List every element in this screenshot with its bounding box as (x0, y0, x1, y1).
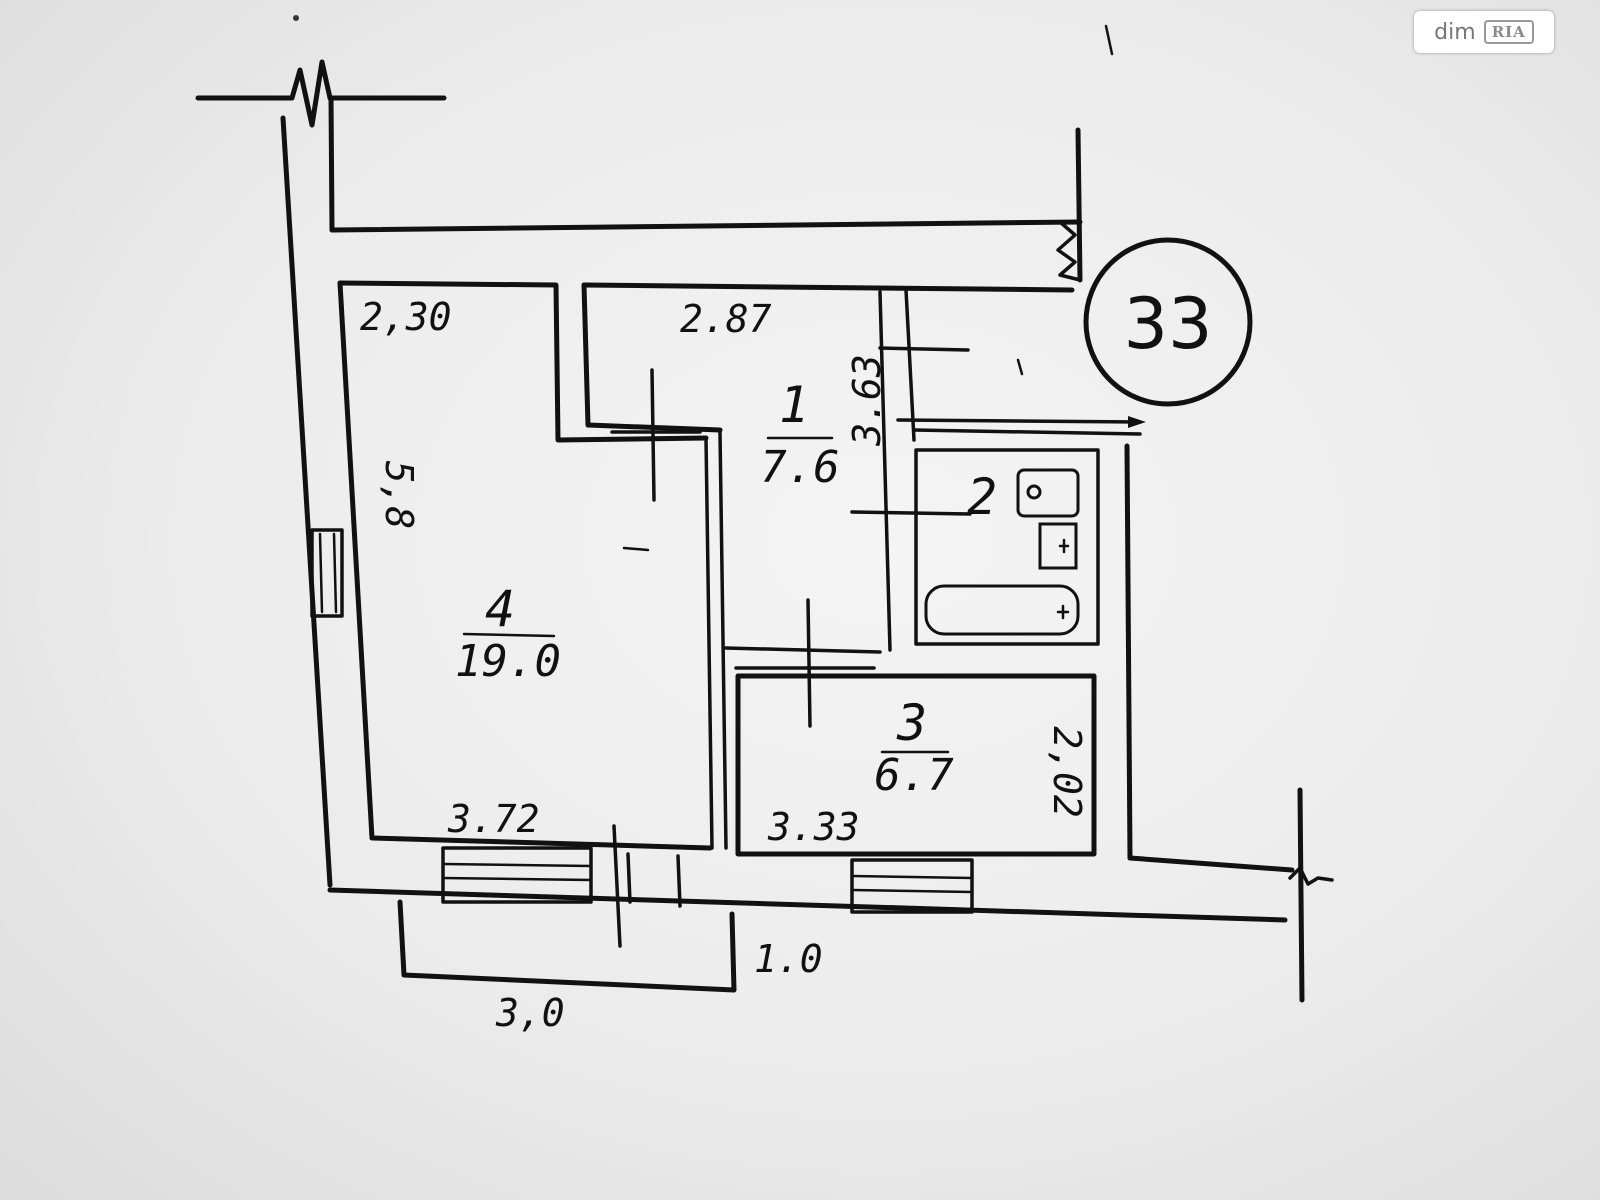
room-4-area: 19.0 (455, 636, 561, 687)
dim-room-4-bottom-width: 3.72 (447, 797, 540, 841)
watermark-brand-dim: dim (1434, 19, 1476, 45)
room-3-area: 6.7 (874, 750, 954, 801)
room-2-number: 2 (967, 468, 997, 526)
outer-walls (195, 59, 1334, 1003)
room-3-walls (735, 673, 1097, 857)
sink-fixture (1016, 468, 1080, 518)
room-2-walls (914, 448, 1100, 646)
dimension-labels: 2,30 5,8 3.72 2.87 3.63 3.33 2,02 1.0 3,… (360, 295, 1089, 1035)
room-1-area: 7.6 (760, 442, 839, 493)
room-4-number: 4 (485, 580, 515, 638)
unit-number-badge: 33 (1083, 237, 1253, 407)
scan-marks (293, 15, 1114, 552)
unit-number: 33 (1123, 283, 1212, 365)
dim-balcony-depth: 1.0 (754, 937, 823, 981)
window-room-4 (441, 846, 593, 904)
door-markers (610, 346, 1146, 948)
watermark-brand-ria: RIA (1483, 20, 1534, 44)
bathtub-fixture (924, 584, 1080, 636)
window-room-3 (850, 858, 974, 914)
room-1-number: 1 (779, 376, 809, 434)
site-watermark: dim RIA (1414, 11, 1554, 53)
dim-balcony-width: 3,0 (495, 991, 565, 1035)
dim-hall-top-width: 2.87 (680, 297, 772, 341)
toilet-fixture (1038, 522, 1078, 570)
room-1-walls (581, 282, 1142, 670)
dim-room-4-height: 5,8 (377, 461, 421, 530)
dim-room-3-depth: 2,02 (1045, 726, 1089, 818)
room-3-number: 3 (896, 694, 927, 752)
room-labels: 4 19.0 1 7.6 2 3 6.7 (455, 376, 997, 801)
room-4-walls (337, 280, 728, 851)
dim-hall-length: 3.63 (845, 354, 889, 447)
dim-room-3-bottom-width: 3.33 (767, 805, 860, 849)
door-balcony (626, 852, 682, 908)
balcony (397, 899, 737, 993)
window-left (310, 528, 344, 618)
dim-room-4-top-width: 2,30 (360, 295, 452, 339)
